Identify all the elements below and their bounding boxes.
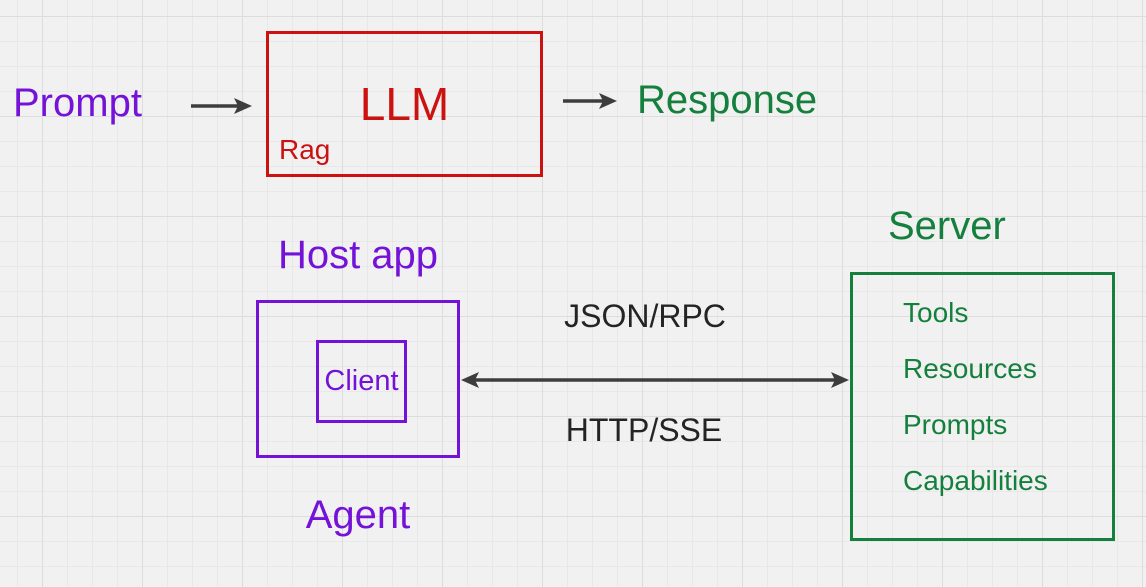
httpsse-label[interactable]: HTTP/SSE — [565, 412, 723, 448]
host-app-box[interactable]: Client — [256, 300, 460, 458]
rag-label: Rag — [279, 134, 331, 165]
arrow-prompt-to-llm-icon[interactable] — [191, 98, 252, 114]
client-box[interactable]: Client — [316, 340, 407, 423]
client-label: Client — [324, 365, 399, 397]
jsonrpc-label[interactable]: JSON/RPC — [564, 298, 726, 334]
server-item-resources[interactable]: Resources — [903, 353, 1037, 384]
agent-label[interactable]: Agent — [305, 493, 411, 537]
prompt-label[interactable]: Prompt — [13, 81, 142, 125]
arrow-llm-to-response-icon[interactable] — [563, 93, 617, 109]
host-app-label[interactable]: Host app — [277, 233, 439, 277]
response-label[interactable]: Response — [637, 78, 818, 122]
server-item-tools[interactable]: Tools — [903, 297, 969, 328]
arrow-client-server-icon[interactable] — [461, 372, 849, 388]
server-item-prompts[interactable]: Prompts — [903, 409, 1008, 440]
server-box[interactable]: Tools Resources Prompts Capabilities — [850, 272, 1115, 541]
llm-box[interactable]: LLM Rag — [266, 31, 543, 177]
server-item-capabilities[interactable]: Capabilities — [903, 465, 1048, 496]
server-label[interactable]: Server — [888, 204, 1006, 248]
llm-label: LLM — [359, 78, 450, 130]
